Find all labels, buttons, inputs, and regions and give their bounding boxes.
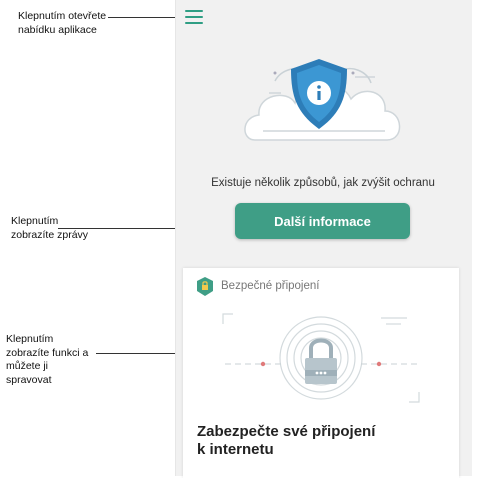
annotation-menu-line2: nabídku aplikace [18, 23, 97, 36]
card-title-line1: Zabezpečte své připojení [197, 423, 376, 440]
more-info-button[interactable]: Další informace [235, 203, 410, 239]
annotation-card-line3: můžete ji [6, 360, 49, 372]
annotation-card-line1: Klepnutím [6, 333, 54, 345]
vpn-shield-icon [197, 277, 213, 296]
annotation-card-line2: zobrazíte funkci a [6, 346, 89, 359]
hero-text: Existuje několik způsobů, jak zvýšit och… [211, 177, 435, 189]
annotation-card: Klepnutím zobrazíte funkci a můžete ji s… [6, 333, 88, 387]
card-label: Bezpečné připojení [221, 280, 320, 292]
card-title: Zabezpečte své připojení k internetu [197, 423, 375, 459]
annotation-more-line2: zobrazíte zprávy [11, 228, 89, 241]
menu-icon[interactable] [185, 10, 203, 24]
annotation-more-line1: Klepnutím [11, 215, 59, 227]
leader-line-menu [108, 17, 184, 18]
card-title-line2: k internetu [197, 441, 274, 458]
annotation-card-line4: spravovat [6, 373, 52, 386]
annotation-menu-line1: Klepnutím otevřete [18, 10, 107, 22]
annotation-more-info: Klepnutím zobrazíte zprávy [11, 215, 88, 242]
leader-line-more-info [58, 228, 235, 229]
annotation-menu: Klepnutím otevřete nabídku aplikace [18, 10, 106, 37]
padlock-signal-icon [222, 313, 420, 403]
leader-line-card [96, 353, 218, 354]
secure-connection-card[interactable]: Bezpečné připojení Zabezpečte své připoj… [183, 268, 459, 478]
shield-info-icon [244, 59, 401, 141]
